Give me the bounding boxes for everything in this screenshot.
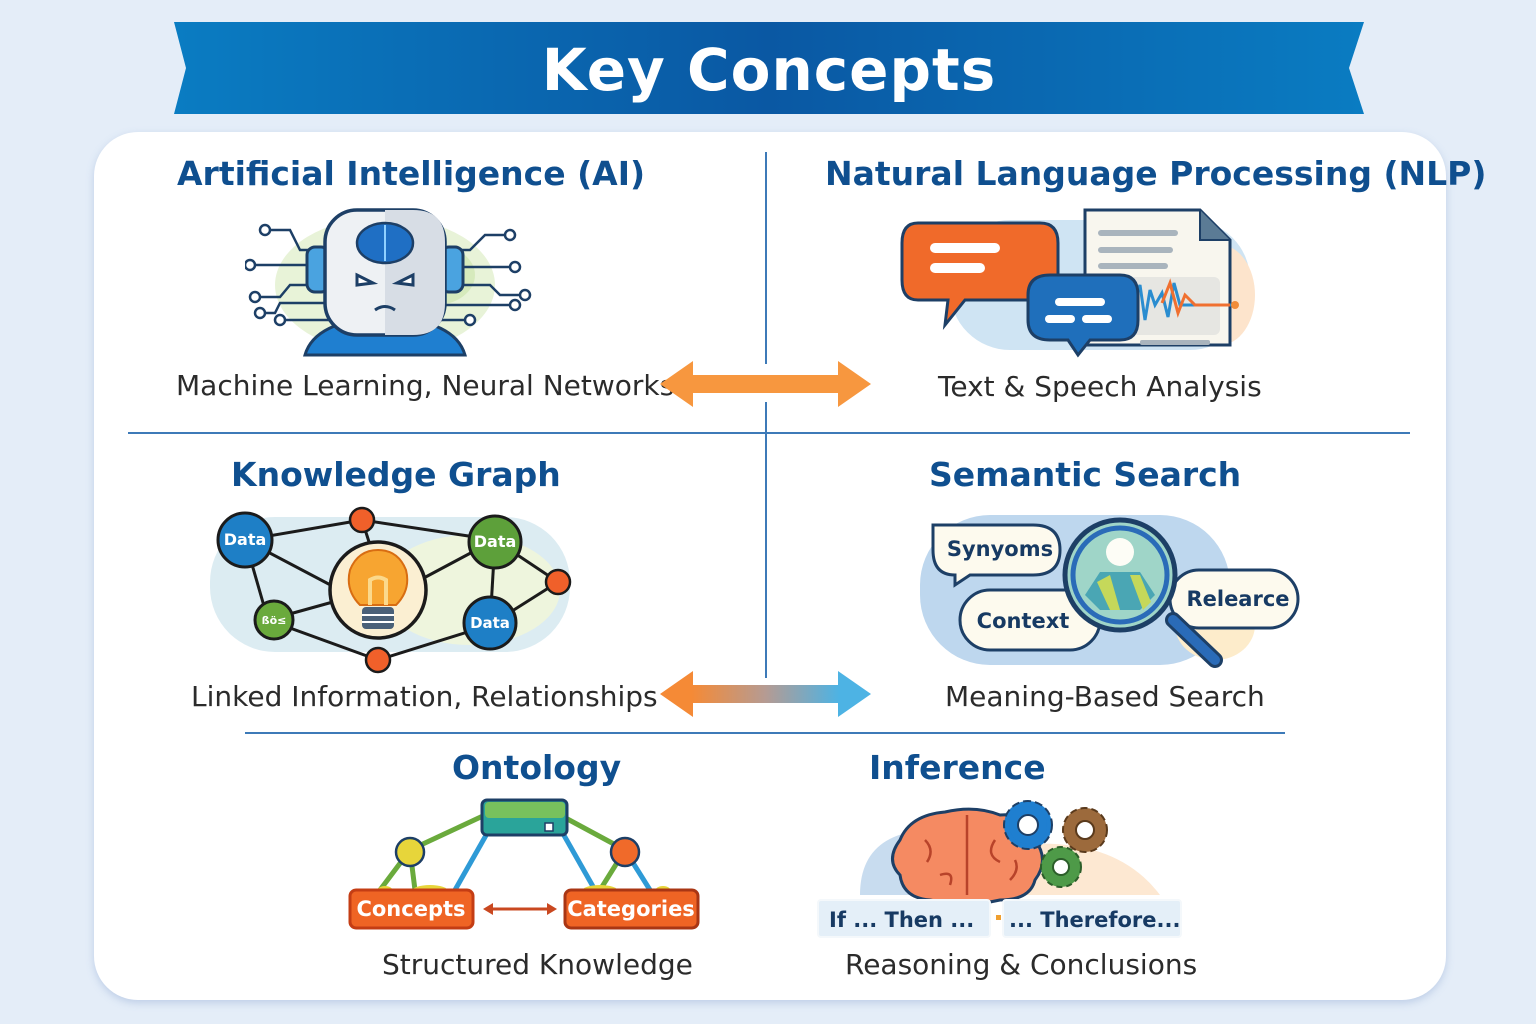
synonyms-bubble: Synyoms	[947, 537, 1053, 561]
kg-title: Knowledge Graph	[231, 455, 561, 494]
semantic-caption: Meaning-Based Search	[945, 680, 1265, 713]
ontology-caption: Structured Knowledge	[382, 948, 693, 981]
kg-node-label: Data	[474, 532, 517, 551]
nlp-title: Natural Language Processing (NLP)	[825, 154, 1487, 193]
kg-node	[216, 511, 274, 569]
kg-node	[253, 599, 295, 641]
kg-node	[467, 514, 523, 570]
semantic-title: Semantic Search	[929, 455, 1242, 494]
network-lightbulb-icon: Data Data Data ßö≤	[210, 506, 572, 674]
kg-node-label: Data	[224, 530, 267, 549]
categories-label: Categories	[567, 897, 695, 921]
horizontal-divider	[245, 732, 1285, 734]
speech-bubbles-document-icon	[900, 208, 1255, 358]
categories-box	[563, 888, 700, 930]
ai-nlp-arrow	[660, 361, 871, 407]
robot-brain-icon	[245, 208, 532, 357]
kg-node-label: Data	[470, 614, 510, 632]
gear-icon	[1040, 846, 1082, 888]
ai-title: Artificial Intelligence (AI)	[177, 154, 646, 193]
inference-caption: Reasoning & Conclusions	[845, 948, 1198, 981]
kg-node	[462, 595, 518, 651]
gear-icon	[1062, 807, 1108, 853]
ontology-title: Ontology	[452, 748, 622, 787]
title-banner: Key Concepts	[174, 22, 1364, 114]
kg-semantic-arrow	[660, 671, 871, 717]
context-bubble: Context	[977, 609, 1070, 633]
therefore-step: ... Therefore...	[1009, 908, 1180, 932]
banner-ribbon-shape	[174, 22, 1364, 114]
magnifier-icon: Synyoms Context Relearce	[920, 515, 1300, 668]
brain-gears-icon: If ... Then ... ... Therefore...	[817, 800, 1182, 938]
kg-caption: Linked Information, Relationships	[191, 680, 658, 713]
hierarchy-icon: Concepts Categories	[348, 798, 700, 930]
kg-node-label: ßö≤	[262, 614, 287, 627]
gear-icon	[1003, 800, 1053, 850]
inference-title: Inference	[869, 748, 1046, 787]
concepts-box	[348, 888, 475, 930]
vertical-divider	[765, 402, 767, 678]
concepts-label: Concepts	[356, 897, 465, 921]
nlp-caption: Text & Speech Analysis	[938, 370, 1262, 403]
page-title: Key Concepts	[541, 36, 997, 104]
vertical-divider	[765, 152, 767, 364]
horizontal-divider	[128, 432, 1410, 434]
relevance-bubble: Relearce	[1186, 587, 1289, 611]
if-then-step: If ... Then ...	[829, 908, 974, 932]
ai-caption: Machine Learning, Neural Networks	[176, 369, 675, 402]
